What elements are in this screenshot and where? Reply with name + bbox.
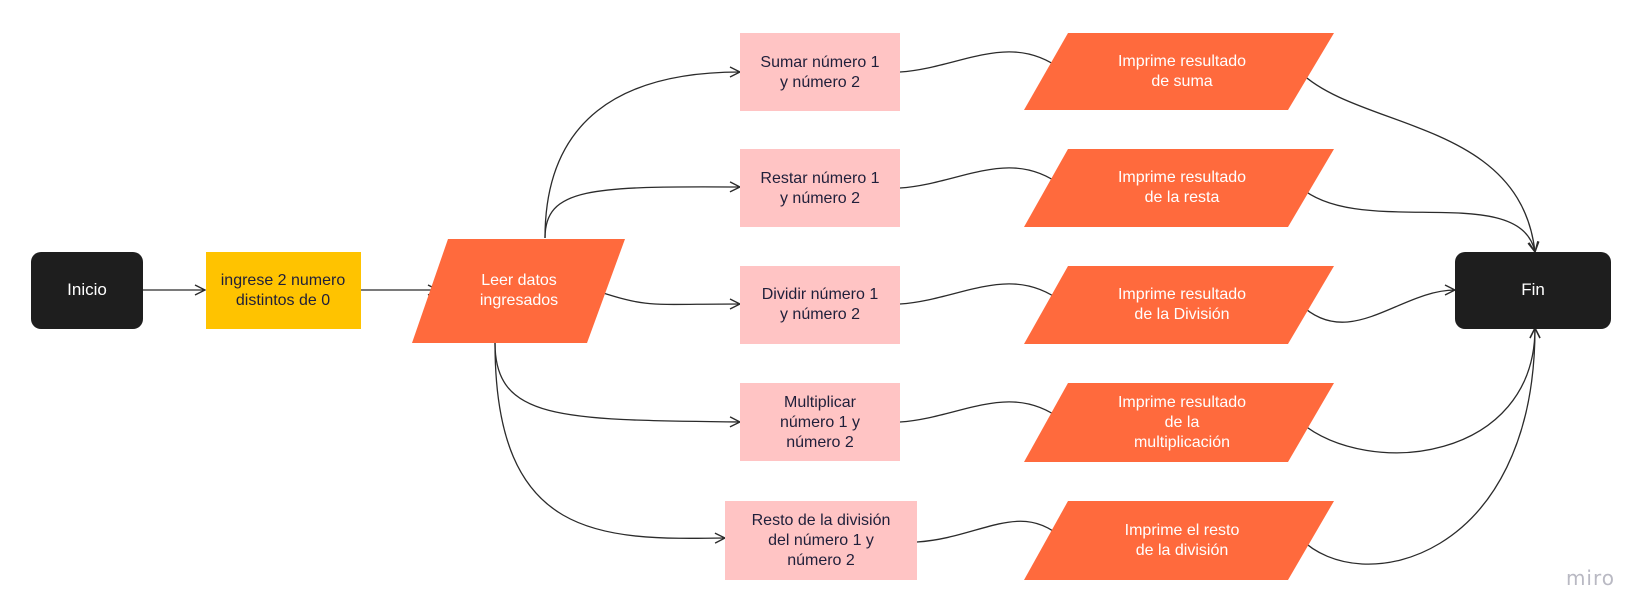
label-line: de suma bbox=[1151, 73, 1212, 90]
node-imp-resta[interactable]: Imprime resultado de la resta bbox=[1024, 149, 1334, 227]
node-resto[interactable]: Resto de la división del número 1 y número… bbox=[725, 501, 917, 580]
edges bbox=[143, 51, 1535, 565]
io-shape bbox=[1024, 33, 1334, 110]
node-multiplicar-label: Multiplicar número 1 y número 2 bbox=[780, 394, 860, 451]
node-sumar-label: Sumar número 1 y número 2 bbox=[760, 54, 879, 91]
label-line: Fin bbox=[1521, 280, 1545, 299]
node-imp-division-label: Imprime resultado de la División bbox=[1118, 286, 1246, 323]
io-shape bbox=[1024, 266, 1334, 344]
edge-leer-multiplicar bbox=[494, 342, 740, 422]
label-line: número 2 bbox=[786, 434, 854, 451]
edge-resto-impresto bbox=[916, 520, 1062, 543]
label-line: de la bbox=[1165, 414, 1200, 431]
label-line: Dividir número 1 bbox=[762, 286, 879, 303]
node-imp-resta-label: Imprime resultado de la resta bbox=[1118, 169, 1246, 206]
node-inicio[interactable]: Inicio bbox=[31, 252, 143, 329]
node-leer-label: Leer datos ingresados bbox=[480, 272, 558, 309]
node-imp-suma-label: Imprime resultado de suma bbox=[1118, 53, 1246, 90]
label-line: y número 2 bbox=[780, 190, 860, 207]
label-line: distintos de 0 bbox=[236, 292, 330, 309]
edge-leer-dividir bbox=[599, 291, 740, 304]
terminal-shape bbox=[1455, 252, 1611, 329]
label-line: Imprime resultado bbox=[1118, 53, 1246, 70]
node-restar-label: Restar número 1 y número 2 bbox=[760, 170, 879, 207]
node-ingrese[interactable]: ingrese 2 numero distintos de 0 bbox=[206, 252, 361, 329]
edge-leer-restar bbox=[544, 187, 740, 239]
label-line: Leer datos bbox=[481, 272, 557, 289]
process-shape bbox=[725, 501, 917, 580]
label-line: Imprime resultado bbox=[1118, 286, 1246, 303]
label-line: de la división bbox=[1136, 542, 1229, 559]
label-line: de la División bbox=[1134, 306, 1229, 323]
label-line: Imprime resultado bbox=[1118, 394, 1246, 411]
label-line: ingrese 2 numero bbox=[221, 272, 346, 289]
node-imp-mult-label: Imprime resultado de la multiplicación bbox=[1118, 394, 1246, 451]
node-leer[interactable]: Leer datos ingresados bbox=[412, 239, 625, 343]
node-imp-resto[interactable]: Imprime el resto de la división bbox=[1024, 501, 1334, 580]
label-line: Imprime el resto bbox=[1125, 522, 1240, 539]
process-shape bbox=[740, 266, 900, 344]
node-imp-suma[interactable]: Imprime resultado de suma bbox=[1024, 33, 1334, 110]
label-line: de la resta bbox=[1145, 189, 1220, 206]
process-shape bbox=[740, 383, 900, 461]
node-imp-division[interactable]: Imprime resultado de la División bbox=[1024, 266, 1334, 344]
node-inicio-label: Inicio bbox=[67, 280, 107, 299]
edge-multiplicar-impmult bbox=[899, 401, 1062, 423]
terminal-shape bbox=[31, 252, 143, 329]
edge-impsuma-fin bbox=[1299, 71, 1535, 252]
node-fin-label: Fin bbox=[1521, 280, 1545, 299]
edge-leer-sumar bbox=[544, 72, 740, 239]
label-line: Sumar número 1 bbox=[760, 54, 879, 71]
io-shape bbox=[412, 239, 625, 343]
node-ingrese-label: ingrese 2 numero distintos de 0 bbox=[221, 272, 346, 309]
edge-restar-impresta bbox=[899, 167, 1062, 189]
edge-impdivision-fin bbox=[1299, 290, 1455, 323]
io-shape bbox=[1024, 383, 1334, 462]
edge-impmult-fin bbox=[1299, 328, 1535, 454]
miro-watermark: miro bbox=[1565, 566, 1615, 590]
label-line: Inicio bbox=[67, 280, 107, 299]
label-line: y número 2 bbox=[780, 74, 860, 91]
label-line: Imprime resultado bbox=[1118, 169, 1246, 186]
node-dividir-label: Dividir número 1 y número 2 bbox=[762, 286, 879, 323]
label-line: y número 2 bbox=[780, 306, 860, 323]
label-line: Resto de la división bbox=[752, 512, 891, 529]
input-shape bbox=[206, 252, 361, 329]
label-line: ingresados bbox=[480, 292, 558, 309]
node-sumar[interactable]: Sumar número 1 y número 2 bbox=[740, 33, 900, 111]
node-imp-resto-label: Imprime el resto de la división bbox=[1125, 522, 1240, 559]
process-shape bbox=[740, 33, 900, 111]
node-resto-label: Resto de la división del número 1 y número… bbox=[752, 512, 891, 569]
io-shape bbox=[1024, 149, 1334, 227]
io-shape bbox=[1024, 501, 1334, 580]
label-line: número 1 y bbox=[780, 414, 860, 431]
edge-impresta-fin bbox=[1299, 186, 1535, 252]
edge-impresto-fin bbox=[1299, 328, 1535, 565]
node-restar[interactable]: Restar número 1 y número 2 bbox=[740, 149, 900, 227]
edge-leer-resto bbox=[494, 342, 725, 538]
edge-sumar-impsuma bbox=[899, 51, 1062, 73]
process-shape bbox=[740, 149, 900, 227]
label-line: Multiplicar bbox=[784, 394, 857, 411]
edge-dividir-impdivision bbox=[899, 283, 1062, 305]
label-line: multiplicación bbox=[1134, 434, 1230, 451]
node-fin[interactable]: Fin bbox=[1455, 252, 1611, 329]
node-imp-mult[interactable]: Imprime resultado de la multiplicación bbox=[1024, 383, 1334, 462]
label-line: del número 1 y bbox=[768, 532, 874, 549]
node-dividir[interactable]: Dividir número 1 y número 2 bbox=[740, 266, 900, 344]
label-line: número 2 bbox=[787, 552, 855, 569]
node-multiplicar[interactable]: Multiplicar número 1 y número 2 bbox=[740, 383, 900, 461]
label-line: Restar número 1 bbox=[760, 170, 879, 187]
